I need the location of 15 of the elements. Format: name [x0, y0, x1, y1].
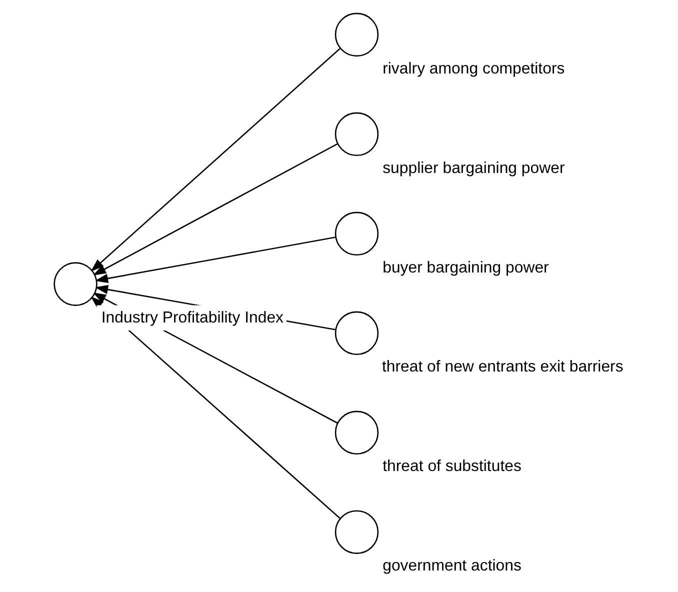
node-label: rivalry among competitors [382, 60, 564, 78]
arrow [94, 236, 335, 284]
arrow [90, 48, 340, 272]
node-label: buyer bargaining power [382, 259, 548, 276]
node-label: threat of substitutes [382, 458, 521, 476]
node-circle [334, 311, 378, 356]
node-circle [334, 410, 378, 455]
node-circle [334, 510, 378, 554]
node-label: supplier bargaining power [382, 160, 564, 177]
node-circle [334, 112, 378, 156]
node-circle [334, 212, 378, 256]
node-label: government actions [382, 558, 521, 575]
node-circle [334, 12, 378, 57]
node-label: threat of new entrants exit barriers [381, 358, 623, 376]
arrow [92, 143, 338, 276]
